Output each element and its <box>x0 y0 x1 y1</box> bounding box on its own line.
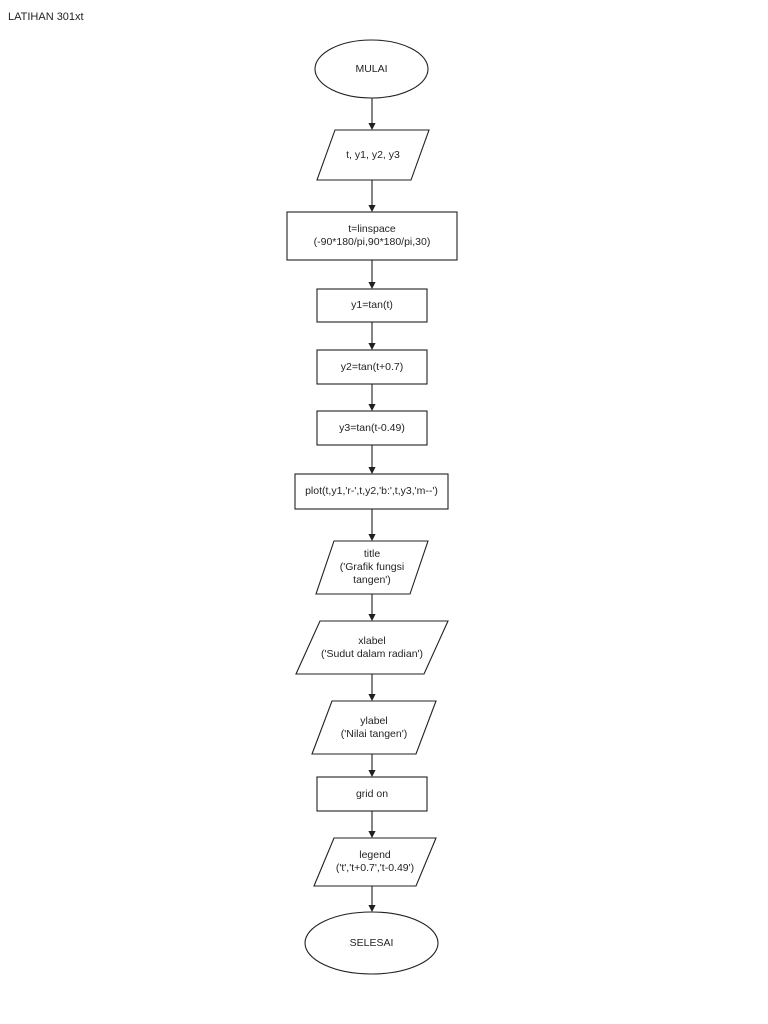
connector-plot-to-title-arrowhead <box>368 534 376 541</box>
process-y3 <box>316 410 428 446</box>
connector-start-to-input-arrowhead <box>368 123 376 130</box>
process-plot <box>294 473 449 510</box>
connector-ylabel-to-grid-arrowhead <box>368 770 376 777</box>
terminator-end <box>304 911 439 975</box>
shape-layer <box>286 39 458 975</box>
terminator-start <box>314 39 429 99</box>
connector-legend-to-end-arrowhead <box>368 905 376 912</box>
connector-input-to-linspace-arrowhead <box>368 205 376 212</box>
process-y2 <box>316 349 428 385</box>
output-title <box>315 540 429 595</box>
connector-xlabel-to-ylabel-arrowhead <box>368 694 376 701</box>
connector-linspace-to-y1-arrowhead <box>368 282 376 289</box>
connector-layer <box>368 98 376 912</box>
connector-y1-to-y2-arrowhead <box>368 343 376 350</box>
process-grid-on <box>316 776 428 812</box>
output-legend <box>313 837 437 887</box>
connector-y2-to-y3-arrowhead <box>368 404 376 411</box>
page-title: LATIHAN 301xt <box>8 11 84 23</box>
output-ylabel <box>311 700 437 755</box>
connector-y3-to-plot-arrowhead <box>368 467 376 474</box>
output-xlabel <box>295 620 449 675</box>
connector-title-to-xlabel-arrowhead <box>368 614 376 621</box>
process-linspace <box>286 211 458 261</box>
connector-grid-to-legend-arrowhead <box>368 831 376 838</box>
process-y1 <box>316 288 428 323</box>
input-variables <box>316 129 430 181</box>
